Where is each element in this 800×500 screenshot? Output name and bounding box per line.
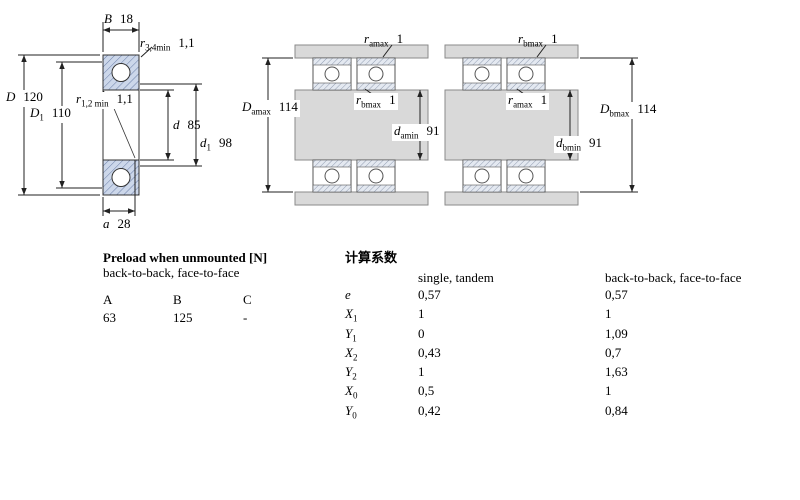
preload-table: Preload when unmounted [N] back-to-back,… <box>103 250 313 326</box>
factors-col1-header: single, tandem <box>418 270 494 285</box>
preload-col-c: C <box>243 292 252 307</box>
preload-table-header-row: A B C <box>103 292 313 308</box>
factors-col2-header: back-to-back, face-to-face <box>605 270 742 285</box>
preload-col-b: B <box>173 292 182 307</box>
preload-value-c: - <box>243 310 248 325</box>
factors-table-title: 计算系数 <box>345 250 398 265</box>
preload-value-b: 125 <box>173 310 193 325</box>
preload-table-subtitle: back-to-back, face-to-face <box>103 265 240 280</box>
single-bearing-cross-section <box>18 22 202 216</box>
preload-table-title: Preload when unmounted [N] <box>103 250 268 265</box>
paired-arrangement-face-to-face <box>444 44 638 206</box>
preload-value-a: 63 <box>103 310 116 325</box>
calculation-factors-table: 计算系数 single, tandem back-to-back, face-to… <box>345 250 741 423</box>
paired-arrangement-back-to-back <box>262 44 429 206</box>
preload-table-value-row: 63 125 - <box>103 310 313 326</box>
factors-table-header-row: single, tandem back-to-back, face-to-face <box>345 270 741 285</box>
preload-col-a: A <box>103 292 113 307</box>
